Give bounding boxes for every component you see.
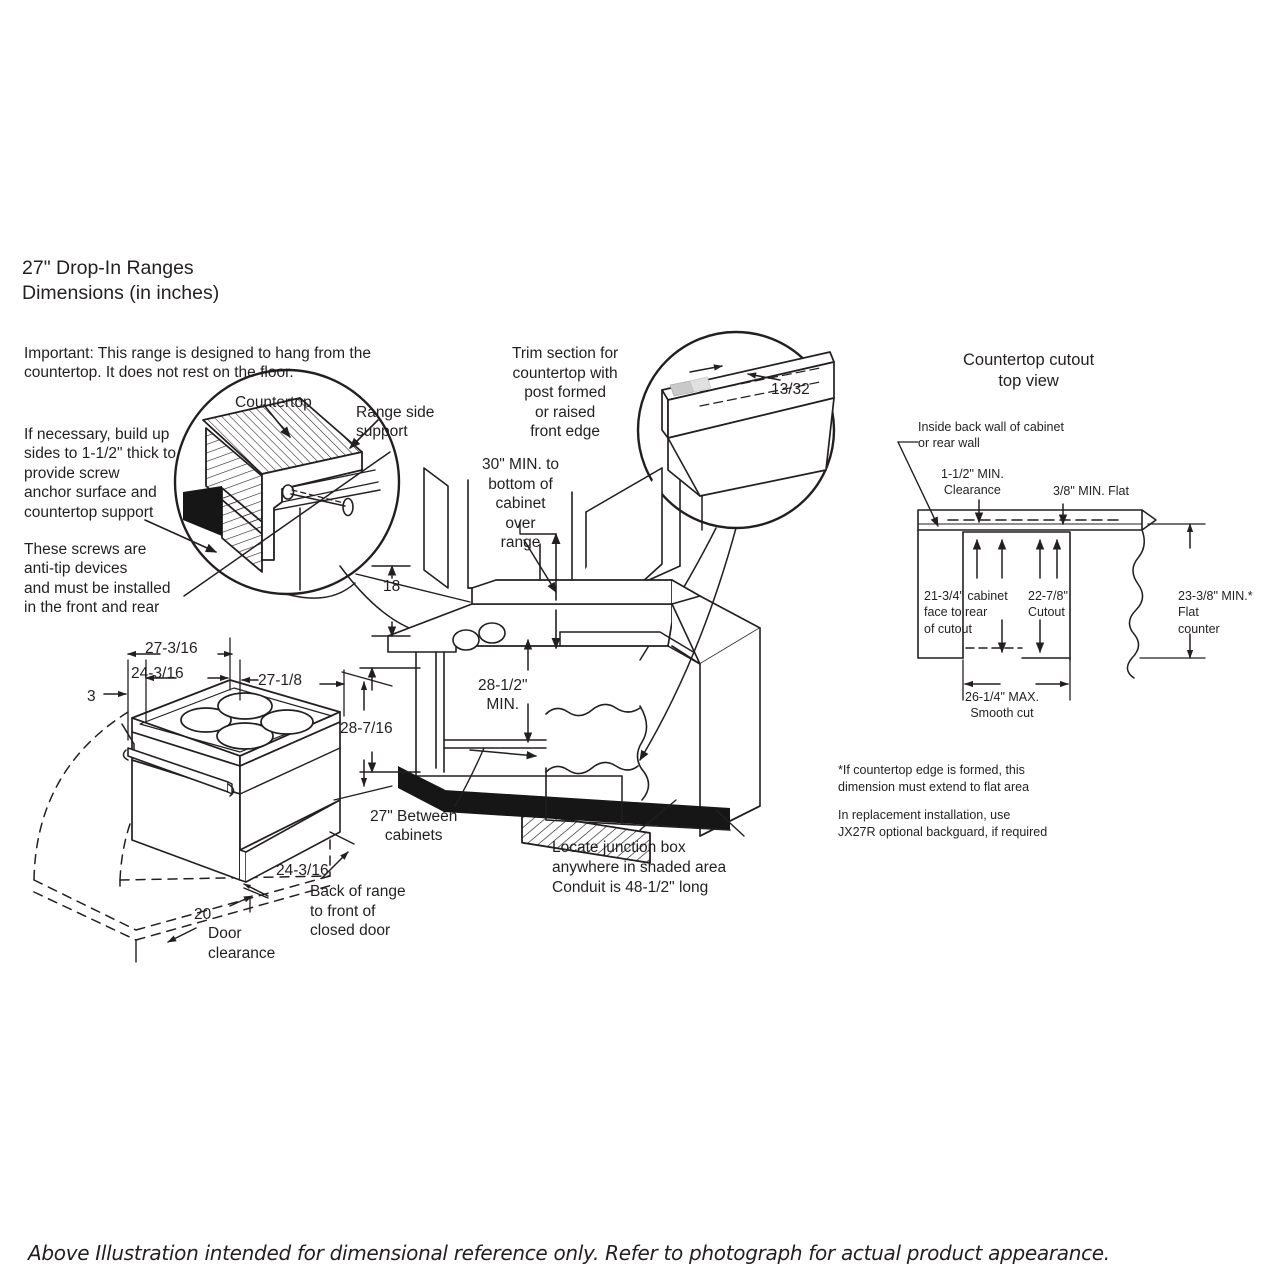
countertop-label: Countertop bbox=[235, 394, 312, 411]
anti-tip-screws-note: These screws are anti-tip devices and mu… bbox=[24, 541, 171, 617]
dimension-27-1-8: 27-1/8 bbox=[258, 672, 302, 689]
junction-box-note: Locate junction box anywhere in shaded a… bbox=[552, 839, 727, 896]
dimension-28-7-16: 28-7/16 bbox=[340, 720, 393, 737]
dimension-27-between-cabinets: 27" Between cabinets bbox=[370, 808, 458, 845]
back-of-range-note: Back of range to front of closed door bbox=[310, 883, 406, 940]
dimension-1-1-2-min-clearance: 1-1/2" MIN. Clearance bbox=[941, 467, 1004, 497]
build-up-note: If necessary, build up sides to 1-1/2" t… bbox=[24, 426, 176, 521]
dimension-26-1-4-max-smooth-cut: 26-1/4" MAX. Smooth cut bbox=[965, 690, 1039, 721]
dimension-30-min-cabinet: 30" MIN. to bottom of cabinet over range bbox=[482, 456, 560, 552]
trim-section-caption: Trim section for countertop with post fo… bbox=[512, 345, 619, 441]
cutout-top-view-title: Countertop cutout top view bbox=[963, 351, 1095, 390]
dimension-22-7-8-cutout: 22-7/8" Cutout bbox=[1028, 589, 1068, 620]
dimension-28-1-2-min: 28-1/2" MIN. bbox=[478, 677, 528, 714]
range-side-support-label: Range side support bbox=[356, 404, 435, 441]
dimension-24-3-16-bottom: 24-3/16 bbox=[276, 862, 329, 879]
dimension-18: 18 bbox=[383, 578, 401, 595]
dimension-20: 20 bbox=[194, 906, 212, 923]
dimension-3: 3 bbox=[87, 688, 96, 705]
page-title: 27" Drop-In Ranges Dimensions (in inches… bbox=[22, 257, 220, 304]
important-note: Important: This range is designed to han… bbox=[24, 345, 371, 382]
door-clearance-label: Door clearance bbox=[208, 925, 276, 962]
dimension-3-8-min-flat: 3/8" MIN. Flat bbox=[1053, 484, 1129, 498]
dimension-24-3-16-top: 24-3/16 bbox=[131, 665, 184, 682]
footnote-replacement-install: In replacement installation, use JX27R o… bbox=[838, 808, 1048, 839]
dimension-13-32: 13/32 bbox=[771, 381, 810, 398]
dimension-23-3-8-flat-counter: 23-3/8" MIN.* Flat counter bbox=[1178, 589, 1253, 636]
footer-disclaimer: Above Illustration intended for dimensio… bbox=[28, 1241, 1110, 1265]
dimension-21-3-4-cabinet: 21-3/4" cabinet face to rear of cutout bbox=[924, 589, 1008, 636]
footnote-formed-edge: *If countertop edge is formed, this dime… bbox=[838, 763, 1030, 794]
inside-back-wall-label: Inside back wall of cabinet or rear wall bbox=[918, 420, 1064, 450]
dimension-27-3-16: 27-3/16 bbox=[145, 640, 198, 657]
